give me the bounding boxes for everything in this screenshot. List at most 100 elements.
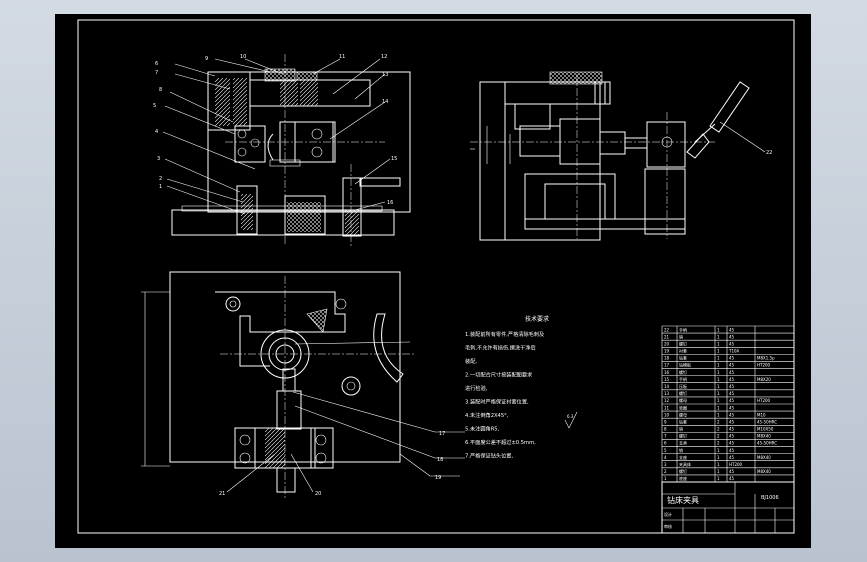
bom-cell: 7 [664, 434, 667, 439]
bom-cell: 钻套 [679, 418, 687, 424]
bom-cell: HT200 [729, 462, 743, 467]
bom-cell: 1 [717, 448, 720, 453]
technical-requirements: 技术要求 1.装配前所有零件,严格清除毛刺及 毛刺,不允许有损伤,擦洗干净后 装… [465, 315, 578, 460]
bom-cell: 45-50HRC [757, 441, 777, 446]
bom-cell: 2 [717, 441, 720, 446]
bom-cell: 45 [729, 455, 735, 460]
title-name: 钻床夹具 [667, 495, 699, 505]
bom-cell: 1 [717, 356, 720, 361]
bom-cell: 45 [729, 341, 735, 346]
balloon-21: 21 [219, 491, 225, 497]
balloon-11: 11 [339, 54, 345, 60]
bom-cell: M8X40 [757, 455, 771, 460]
bom-cell: 1 [717, 391, 720, 396]
bom-cell: 螺母 [679, 397, 687, 403]
bom-cell: M10 [757, 412, 766, 417]
bom-cell: 1 [717, 377, 720, 382]
bom-cell: 45 [729, 469, 735, 474]
bom-cell: 螺母 [679, 411, 687, 417]
bom-cell: 4 [664, 455, 667, 460]
balloon-2: 2 [159, 176, 162, 182]
bom-cell: 1 [717, 462, 720, 467]
bom-cell: 3 [664, 462, 667, 467]
bom-cell: 压板 [679, 383, 687, 389]
balloon-4: 4 [155, 129, 158, 135]
front-view: 9 10 11 12 13 14 6 7 8 5 4 3 2 1 15 16 [153, 54, 411, 246]
balloon-15: 15 [391, 156, 397, 162]
bom-cell: 1 [717, 349, 720, 354]
bom-cell: 45 [729, 419, 735, 424]
balloon-20: 20 [315, 491, 321, 497]
balloon-22: 22 [766, 150, 772, 156]
bom-cell: 21 [664, 334, 670, 339]
designer-label: 设计 [664, 511, 672, 517]
bom-cell: 45 [729, 327, 735, 332]
bom-cell: 1 [664, 476, 667, 481]
bom-cell: 螺钉 [679, 468, 687, 474]
bom-cell: 45 [729, 363, 735, 368]
tech-req-lines: 1.装配前所有零件,严格清除毛刺及 毛刺,不允许有损伤,擦洗干净后 装配,2.一… [465, 330, 544, 460]
bom-cell: 45 [729, 398, 735, 403]
balloon-12: 12 [381, 54, 387, 60]
drawing-number: BJ1006 [761, 495, 779, 501]
bom-cell: 45 [729, 370, 735, 375]
bom-cell: 垫圈 [679, 404, 687, 410]
bom-cell: 45 [729, 448, 735, 453]
bom-cell: 支座 [679, 454, 687, 460]
balloon-9: 9 [205, 56, 208, 62]
balloon-3: 3 [157, 156, 160, 162]
bom-cell: 销 [679, 333, 683, 339]
bom-cell: 2 [664, 469, 667, 474]
bom-cell: 1 [717, 327, 720, 332]
bom-cell: 1 [717, 341, 720, 346]
bom-cell: 45 [729, 405, 735, 410]
bom-cell: 底座 [679, 475, 687, 481]
roughness-value: 6.3 [567, 414, 574, 419]
bom-cell: M8X20 [757, 377, 771, 382]
bom-cell: 45 [729, 377, 735, 382]
bom-cell: 16 [664, 370, 670, 375]
bom-cell: 9 [664, 419, 667, 424]
bom-cell: 13 [664, 391, 670, 396]
bom-cell: 45 [729, 391, 735, 396]
bom-cell: M8X40 [757, 434, 771, 439]
tech-req-line: 2.一切配合尺寸按装配图要求 [465, 371, 533, 379]
bom-cell: 1 [717, 363, 720, 368]
bom-cell: 夹具体 [679, 461, 691, 467]
bom-cell: 1 [717, 455, 720, 460]
bom-cell: 螺钉 [679, 433, 687, 439]
cad-drawing: 9 10 11 12 13 14 6 7 8 5 4 3 2 1 15 16 [77, 19, 795, 534]
bom-cell: 支承 [679, 440, 687, 446]
bom-cell: 1 [717, 412, 720, 417]
bom-cell: 14 [664, 384, 670, 389]
bom-cell: M8X40 [757, 469, 771, 474]
bom-cell: 1 [717, 398, 720, 403]
balloon-6: 6 [155, 61, 158, 67]
bom-cell: M8X1.5p [757, 356, 775, 361]
bom-cell: 衬套 [679, 348, 687, 354]
bom-cell: 2 [717, 427, 720, 432]
bom-cell: 22 [664, 327, 670, 332]
bom-cell: 8 [664, 427, 667, 432]
balloon-17: 17 [439, 431, 445, 437]
bom-cell: HT200 [757, 363, 771, 368]
tech-req-line: 7.严格保证钻头位置, [465, 452, 513, 460]
plan-view: 17 18 19 20 21 [141, 271, 465, 499]
bom-cell: 45 [729, 412, 735, 417]
bom-cell: 1 [717, 476, 720, 481]
balloon-13: 13 [382, 72, 388, 78]
bom-cell: M10X50 [757, 427, 774, 432]
bom-cell: 6 [664, 441, 667, 446]
bom-cell: 2 [717, 419, 720, 424]
tech-req-line: 3.装配时严格保证衬套位置, [465, 398, 529, 406]
bom-cell: 1 [717, 334, 720, 339]
bom-cell: 15 [664, 377, 670, 382]
bom-cell: 1 [717, 405, 720, 410]
bom-cell: 11 [664, 405, 670, 410]
tech-req-line: 4.未注倒角2X45°, [465, 411, 509, 419]
bom-cell: 45 [729, 356, 735, 361]
balloon-14: 14 [382, 99, 388, 105]
bom-cell: 45 [729, 441, 735, 446]
bom-cell: 10 [664, 412, 670, 417]
